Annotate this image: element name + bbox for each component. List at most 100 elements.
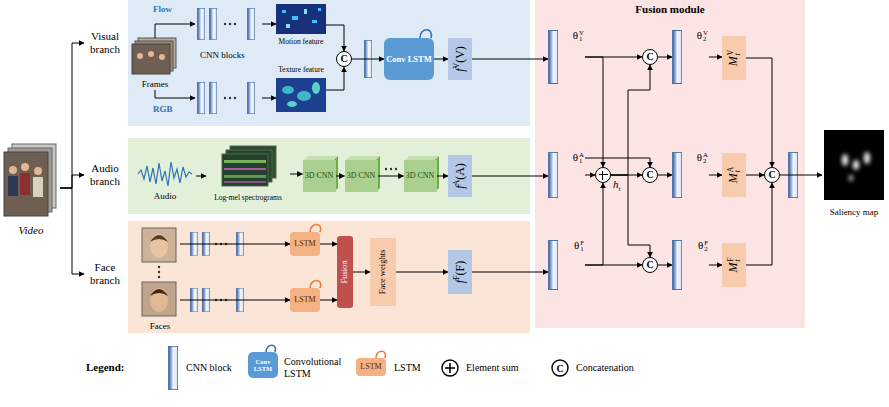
- cnn-block: [548, 31, 557, 84]
- spectrograms: [222, 146, 276, 186]
- saliency-spot: [849, 175, 853, 181]
- cnn-block: [209, 82, 216, 113]
- free-label: C: [552, 360, 568, 376]
- modality-map: MAt: [722, 153, 746, 197]
- cnn-block: [197, 82, 204, 113]
- connector-arrow: [472, 272, 548, 273]
- rgb-cnn-stack: RGB: [195, 82, 262, 114]
- math-expression: θF1: [574, 240, 584, 253]
- connector-arrow: [320, 300, 337, 301]
- modality-map: MFt: [722, 243, 746, 287]
- image-caption: Faces: [150, 322, 171, 332]
- speckle: [286, 24, 290, 28]
- connector-arrow: [472, 176, 548, 177]
- script-stack: A2: [703, 152, 708, 165]
- concat-circle: C: [642, 49, 658, 65]
- image-caption: Frames: [142, 80, 169, 90]
- rotated-text: fF(F): [453, 261, 467, 283]
- rotated-text: MAt: [727, 167, 741, 183]
- dot: [224, 23, 226, 25]
- connector-arrow: [658, 57, 672, 58]
- connector-arrow: [326, 25, 344, 51]
- conv-lstm-box: Conv LSTM: [384, 38, 434, 80]
- visual-band-fill: [128, 0, 530, 126]
- legend-text: Convolutional LSTM: [284, 356, 350, 380]
- box-label: C: [646, 170, 653, 181]
- math-subscript: t: [734, 257, 741, 261]
- connector-arrow: [155, 24, 195, 38]
- math-expression: MVt: [726, 50, 740, 66]
- math-expression: θV1: [573, 30, 584, 43]
- script-stack: V2: [703, 30, 708, 43]
- dot: [395, 168, 397, 170]
- connector-arrow: [60, 188, 84, 274]
- box-label: 3D CNN: [305, 172, 334, 180]
- free-label: Legend:: [86, 361, 125, 373]
- legend-concat: [552, 360, 568, 376]
- face-pictures: [142, 228, 176, 316]
- cnn-3d-box: 3D CNN: [303, 160, 336, 192]
- script-stack: F1: [580, 240, 584, 253]
- video-thumbnail: Video: [2, 140, 60, 236]
- math-expression: θA2: [697, 152, 708, 165]
- math-base: f: [453, 280, 467, 283]
- speckle: [318, 8, 321, 11]
- theta-block: θV1: [548, 30, 585, 84]
- connector-arrow: [60, 175, 84, 188]
- math-subscript: 2: [704, 246, 708, 252]
- connector-arrow: [746, 175, 764, 176]
- speckle: [304, 9, 307, 14]
- connector-arrow: [180, 244, 290, 245]
- audio-feature: fA(A): [448, 155, 472, 197]
- legend-conv-lstm: [248, 352, 278, 378]
- dot: [234, 97, 236, 99]
- box-label: C: [646, 52, 653, 63]
- frames-image: Frames: [132, 38, 178, 90]
- spectrogram-band: [224, 175, 266, 178]
- rotated-text: MVt: [727, 50, 741, 66]
- rotated-text: fV(V): [453, 46, 467, 72]
- math-base: f: [453, 185, 467, 188]
- connector-arrow: [746, 183, 772, 265]
- log-mel-spectrogram: Log-mel spectrograms: [206, 146, 290, 202]
- connector-arrow: [611, 175, 650, 257]
- dot: [385, 168, 387, 170]
- saliency-spot: [842, 154, 848, 166]
- dot: [234, 23, 236, 25]
- connector-arrow: [585, 175, 595, 176]
- math-subscript: t: [734, 167, 741, 172]
- connector-arrow: [780, 175, 822, 176]
- cnn-3d-box: 3D CNN: [345, 160, 378, 192]
- spectrogram-band: [224, 168, 266, 170]
- spectrogram-band: [224, 181, 266, 183]
- image-caption: Video: [19, 224, 44, 236]
- math-subscript: t: [619, 185, 621, 193]
- connector-arrow: [290, 174, 303, 175]
- theta-block: θF2: [672, 240, 709, 290]
- concat-circle: C: [336, 51, 352, 67]
- spectrogram-band: [224, 160, 266, 163]
- cnn-block: [672, 240, 681, 289]
- branch-title: Audio branch: [84, 162, 126, 188]
- legend-text: Concatenation: [576, 362, 634, 374]
- person-body: [33, 177, 43, 197]
- face: [150, 234, 168, 258]
- concat-circle: C: [764, 167, 780, 183]
- math-argument: (A): [453, 163, 467, 180]
- theta-block: θF1: [548, 240, 585, 290]
- dot: [229, 23, 231, 25]
- math-expression: fA(A): [453, 163, 467, 189]
- script-stack: F2: [704, 240, 708, 253]
- person-head: [148, 51, 154, 57]
- rotated-text: Fusion: [340, 260, 349, 283]
- fusion-module: Fusion moduleθV1θA1θF1htCCCθV2θA2θF2MVtM…: [535, 0, 805, 328]
- math-superscript: V: [452, 63, 461, 69]
- math-superscript: F: [727, 257, 734, 261]
- lstm-box: LSTM: [290, 232, 320, 256]
- stream-title: Flow: [153, 4, 172, 14]
- motion-picture: [276, 4, 326, 34]
- face-band-fill: [128, 221, 530, 333]
- connector-arrow: [262, 98, 276, 99]
- stream-title: RGB: [153, 104, 173, 114]
